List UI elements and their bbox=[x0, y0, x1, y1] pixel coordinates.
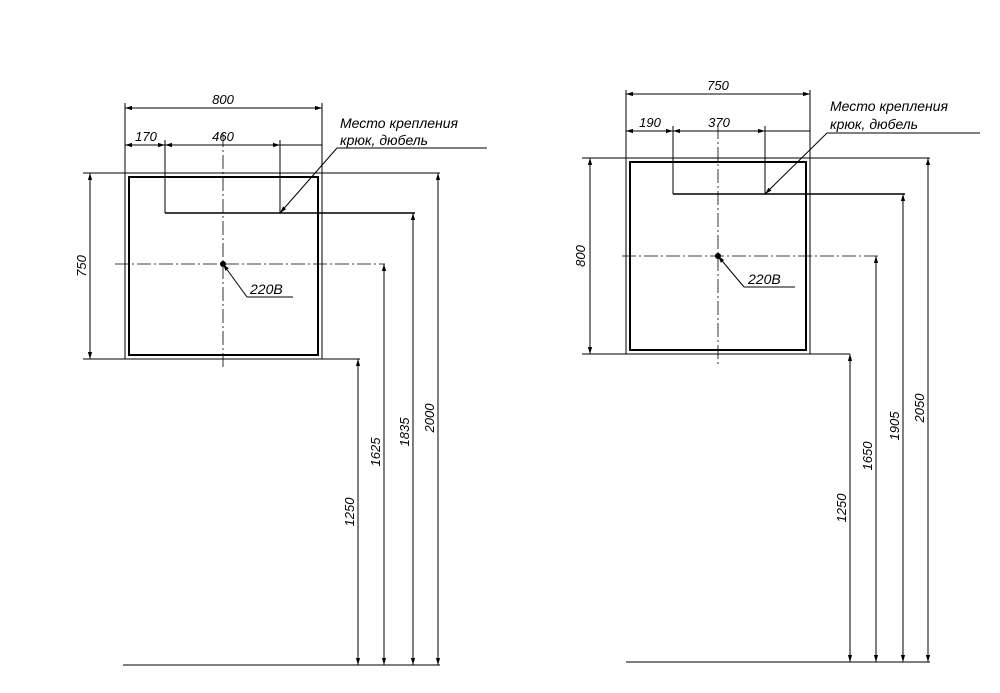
left-socket-leader bbox=[222, 263, 248, 298]
left-offset-label: 170 bbox=[135, 129, 157, 144]
right-note-line2: крюк, дюбель bbox=[830, 116, 918, 132]
left-note-leader bbox=[279, 147, 338, 214]
right-width-label: 750 bbox=[707, 78, 729, 93]
left-note-line1: Место крепления bbox=[340, 115, 459, 131]
right-spacing-label: 370 bbox=[708, 115, 730, 130]
right-height-1650-label: 1650 bbox=[860, 441, 875, 471]
right-view: 750 190 370 Место крепления крюк, дюбель… bbox=[573, 78, 980, 663]
right-height-1905-label: 1905 bbox=[887, 411, 902, 441]
right-offset-label: 190 bbox=[639, 115, 661, 130]
left-height-2000-label: 2000 bbox=[422, 403, 437, 434]
right-height-label: 800 bbox=[573, 244, 588, 266]
left-height-1835-label: 1835 bbox=[397, 417, 412, 447]
right-note-leader bbox=[764, 132, 828, 195]
left-view: 800 170 460 Место крепления крюк, дюбель… bbox=[74, 92, 487, 666]
left-height-1250-label: 1250 bbox=[342, 497, 357, 527]
left-height-1625-label: 1625 bbox=[368, 437, 383, 467]
right-height-1250-label: 1250 bbox=[834, 493, 849, 523]
left-socket-label: 220В bbox=[249, 281, 283, 297]
left-spacing-label: 460 bbox=[212, 129, 234, 144]
left-mirror-inner bbox=[128, 176, 319, 356]
right-height-2050-label: 2050 bbox=[912, 393, 927, 424]
left-note-line2: крюк, дюбель bbox=[340, 132, 428, 148]
left-height-label: 750 bbox=[74, 254, 89, 276]
right-note-line1: Место крепления bbox=[830, 98, 949, 114]
left-width-label: 800 bbox=[212, 92, 234, 107]
right-socket-leader bbox=[717, 255, 745, 288]
right-socket-label: 220В bbox=[747, 271, 781, 287]
